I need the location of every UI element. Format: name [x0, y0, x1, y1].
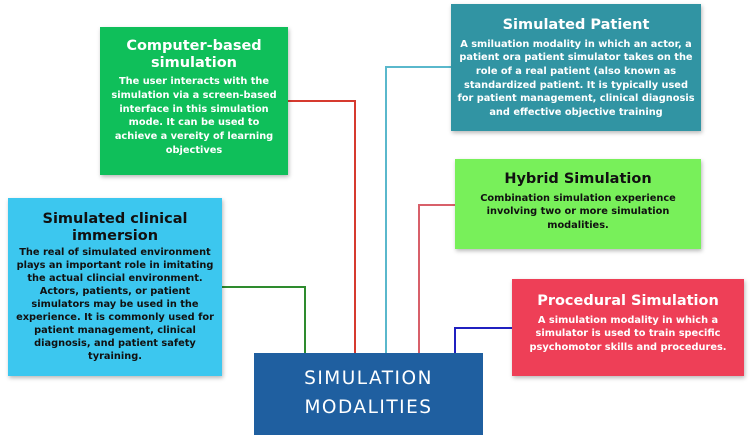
simulation-modalities-title: SIMULATION MODALITIES [304, 368, 433, 418]
computer-based-simulation-title: Computer-based simulation [126, 38, 262, 71]
connector-procedural [454, 327, 512, 353]
connector-computer-based [288, 100, 356, 353]
simulated-patient-title: Simulated Patient [502, 17, 650, 33]
hybrid-simulation-title: Hybrid Simulation [504, 171, 652, 187]
computer-based-simulation-box: Computer-based simulation The user inter… [100, 27, 288, 175]
simulated-clinical-immersion-title: Simulated clinical immersion [42, 211, 188, 244]
simulation-modalities-box: SIMULATION MODALITIES [254, 353, 483, 435]
simulated-clinical-immersion-box: Simulated clinical immersion The real of… [8, 198, 222, 376]
procedural-simulation-box: Procedural Simulation A simulation modal… [512, 279, 744, 376]
simulated-patient-description: A smiluation modality in which an actor,… [457, 38, 695, 119]
connector-hybrid [418, 204, 455, 353]
hybrid-simulation-box: Hybrid Simulation Combination simulation… [455, 159, 701, 249]
simulated-patient-box: Simulated Patient A smiluation modality … [451, 4, 701, 131]
procedural-simulation-description: A simulation modality in which a simulat… [529, 314, 727, 354]
computer-based-simulation-description: The user interacts with the simulation v… [111, 76, 277, 156]
hybrid-simulation-description: Combination simulation experience involv… [480, 192, 676, 232]
simulated-clinical-immersion-description: The real of simulated environment plays … [16, 247, 214, 363]
procedural-simulation-title: Procedural Simulation [537, 293, 719, 309]
connector-immersion [222, 286, 306, 353]
connector-simulated-patient [385, 66, 451, 353]
